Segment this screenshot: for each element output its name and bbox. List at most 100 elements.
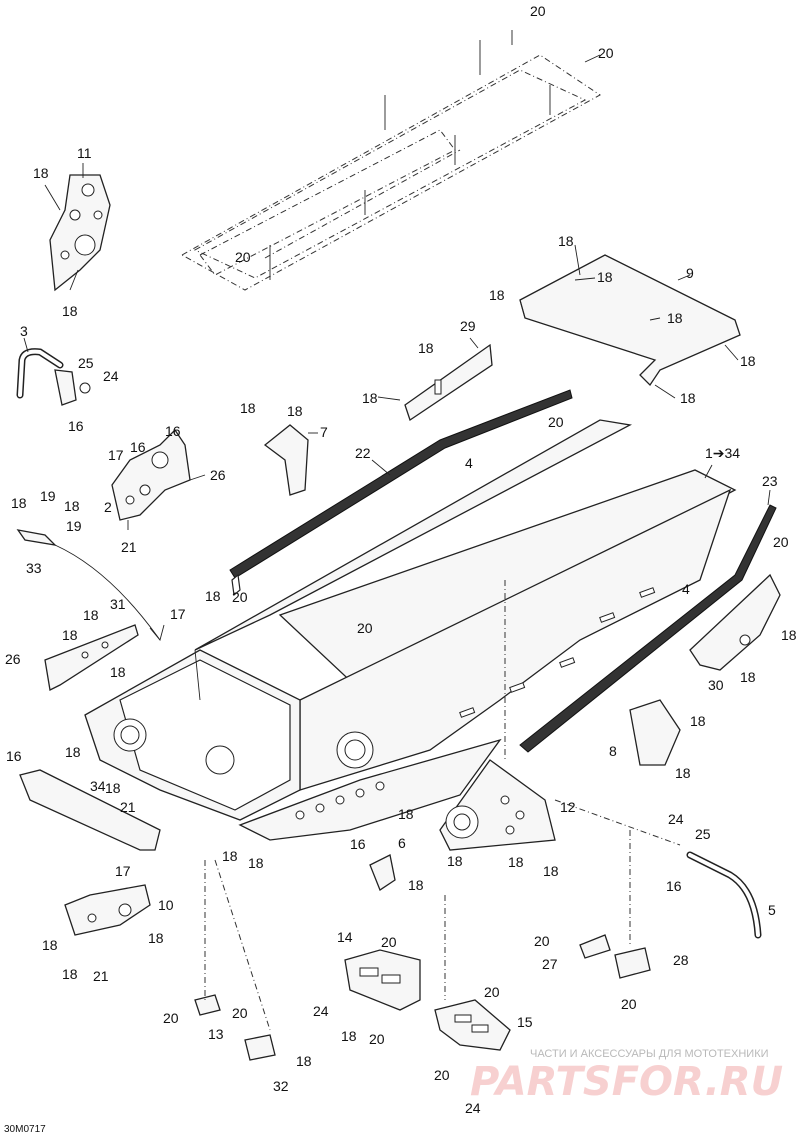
label-7: 7 xyxy=(320,424,328,440)
label-20: 20 xyxy=(235,249,251,265)
label-18: 18 xyxy=(597,269,613,285)
label-18: 18 xyxy=(110,664,126,680)
label-17: 17 xyxy=(115,863,131,879)
image-code: 30M0717 xyxy=(4,1124,46,1135)
label-22: 22 xyxy=(355,445,371,461)
label-18: 18 xyxy=(148,930,164,946)
label-18: 18 xyxy=(781,627,797,643)
bracket-part-33 xyxy=(16,529,165,641)
label-20: 20 xyxy=(548,414,564,430)
plate-part-9 xyxy=(519,244,741,399)
rail-part-34 xyxy=(19,769,161,851)
label-18: 18 xyxy=(222,848,238,864)
label-24: 24 xyxy=(103,368,119,384)
rail-part-22 xyxy=(229,389,573,597)
label-6: 6 xyxy=(398,835,406,851)
label-18: 18 xyxy=(418,340,434,356)
label-20: 20 xyxy=(773,534,789,550)
bracket-part-14 xyxy=(344,949,421,1011)
label-31: 31 xyxy=(110,596,126,612)
bracket-part-32 xyxy=(244,1034,276,1061)
label-18: 18 xyxy=(680,390,696,406)
label-18: 18 xyxy=(740,669,756,685)
label-20: 20 xyxy=(357,620,373,636)
label-4: 4 xyxy=(682,581,690,597)
watermark-tagline: ЧАСТИ И АКСЕССУАРЫ ДЛЯ МОТОТЕХНИКИ xyxy=(530,1048,769,1060)
label-16: 16 xyxy=(666,878,682,894)
bracket-part-2 xyxy=(111,428,206,530)
label-3: 3 xyxy=(20,323,28,339)
label-18: 18 xyxy=(690,713,706,729)
bracket-part-8 xyxy=(629,699,681,766)
label-16: 16 xyxy=(350,836,366,852)
bracket-part-30 xyxy=(689,573,781,671)
label-21: 21 xyxy=(93,968,109,984)
bracket-part-11 xyxy=(44,163,111,292)
label-20: 20 xyxy=(534,933,550,949)
label-18: 18 xyxy=(543,863,559,879)
label-33: 33 xyxy=(26,560,42,576)
bracket-part-13 xyxy=(194,994,221,1016)
label-18: 18 xyxy=(205,588,221,604)
label-26: 26 xyxy=(5,651,21,667)
label-13: 13 xyxy=(208,1026,224,1042)
label-25: 25 xyxy=(78,355,94,371)
label-5: 5 xyxy=(768,902,776,918)
label-20: 20 xyxy=(484,984,500,1000)
label-2: 2 xyxy=(104,499,112,515)
label-32: 32 xyxy=(273,1078,289,1094)
label-18: 18 xyxy=(675,765,691,781)
label-25: 25 xyxy=(695,826,711,842)
label-18: 18 xyxy=(65,744,81,760)
rail-part-31 xyxy=(44,624,139,691)
label-29: 29 xyxy=(460,318,476,334)
label-9: 9 xyxy=(686,265,694,281)
label-18: 18 xyxy=(33,165,49,181)
mud-flap-part-7 xyxy=(263,424,318,496)
label-24: 24 xyxy=(465,1100,481,1116)
handle-part-3 xyxy=(16,337,91,406)
label-34: 34 xyxy=(90,778,106,794)
label-24: 24 xyxy=(313,1003,329,1019)
label-19: 19 xyxy=(66,518,82,534)
label-18: 18 xyxy=(240,400,256,416)
label-18: 18 xyxy=(740,353,756,369)
label-18: 18 xyxy=(296,1053,312,1069)
rail-part-23 xyxy=(519,489,777,753)
label-18: 18 xyxy=(248,855,264,871)
label-20: 20 xyxy=(232,589,248,605)
label-18: 18 xyxy=(398,806,414,822)
label-20: 20 xyxy=(369,1031,385,1047)
label-28: 28 xyxy=(673,952,689,968)
label-1-to-34: 1➔34 xyxy=(705,445,740,461)
label-18: 18 xyxy=(341,1028,357,1044)
label-18: 18 xyxy=(408,877,424,893)
label-23: 23 xyxy=(762,473,778,489)
handle-part-5 xyxy=(686,851,762,939)
bracket-part-27 xyxy=(579,934,611,959)
label-30: 30 xyxy=(708,677,724,693)
label-4: 4 xyxy=(465,455,473,471)
label-18: 18 xyxy=(558,233,574,249)
label-18: 18 xyxy=(64,498,80,514)
label-27: 27 xyxy=(542,956,558,972)
label-18: 18 xyxy=(362,390,378,406)
label-18: 18 xyxy=(667,310,683,326)
bracket-part-10 xyxy=(64,884,151,936)
label-12: 12 xyxy=(560,799,576,815)
label-18: 18 xyxy=(62,303,78,319)
label-10: 10 xyxy=(158,897,174,913)
label-20: 20 xyxy=(530,3,546,19)
label-20: 20 xyxy=(621,996,637,1012)
bracket-part-15 xyxy=(434,999,511,1051)
label-20: 20 xyxy=(232,1005,248,1021)
label-18: 18 xyxy=(489,287,505,303)
label-20: 20 xyxy=(434,1067,450,1083)
label-18: 18 xyxy=(83,607,99,623)
callout-labels: 20 20 20 11 18 18 18 18 9 18 18 18 18 3 … xyxy=(5,3,797,1116)
label-16: 16 xyxy=(68,418,84,434)
label-26: 26 xyxy=(210,467,226,483)
label-18: 18 xyxy=(62,627,78,643)
bracket-part-28 xyxy=(614,947,651,979)
label-16: 16 xyxy=(6,748,22,764)
